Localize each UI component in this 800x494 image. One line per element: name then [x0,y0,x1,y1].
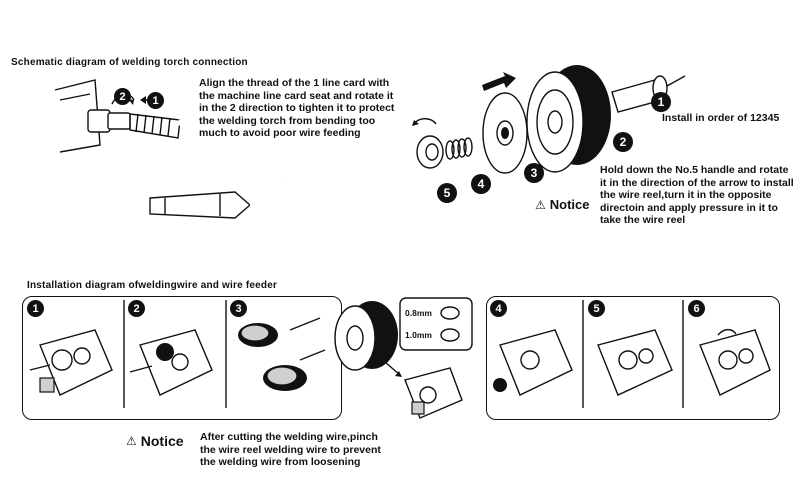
wire-size-1-0: 1.0mm [405,330,432,340]
install-order-label: Install in order of 12345 [662,112,780,124]
top-notice-label: Notice [549,197,590,212]
wire-size-0-8: 0.8mm [405,308,432,318]
reel-install-instructions: Hold down the No.5 handle and rotate it … [600,164,794,226]
part-badge-3: 3 [524,163,544,183]
warning-icon: ⚠ [535,197,546,212]
bottom-notice: ⚠ Notice [126,433,184,449]
step-badge-1: 1 [27,300,44,317]
torch-step-badge-2: 2 [114,88,131,105]
step-badge-4: 4 [490,300,507,317]
step-badge-3: 3 [230,300,247,317]
torch-connection-title: Schematic diagram of welding torch conne… [11,57,248,68]
step-badge-5: 5 [588,300,605,317]
part-badge-1: 1 [651,92,671,112]
warning-icon: ⚠ [126,434,137,448]
part-badge-2: 2 [613,132,633,152]
step-badge-2: 2 [128,300,145,317]
torch-connection-instructions: Align the thread of the 1 line card with… [199,77,395,139]
step-badge-6: 6 [688,300,705,317]
bottom-notice-text: After cutting the welding wire,pinch the… [200,431,381,468]
top-notice: ⚠ Notice [535,197,590,212]
torch-step-badge-1: 1 [147,92,164,109]
bottom-notice-label: Notice [140,433,184,449]
part-badge-5: 5 [437,183,457,203]
installation-diagram-title: Installation diagram ofweldingwire and w… [27,280,278,291]
part-badge-4: 4 [471,174,491,194]
